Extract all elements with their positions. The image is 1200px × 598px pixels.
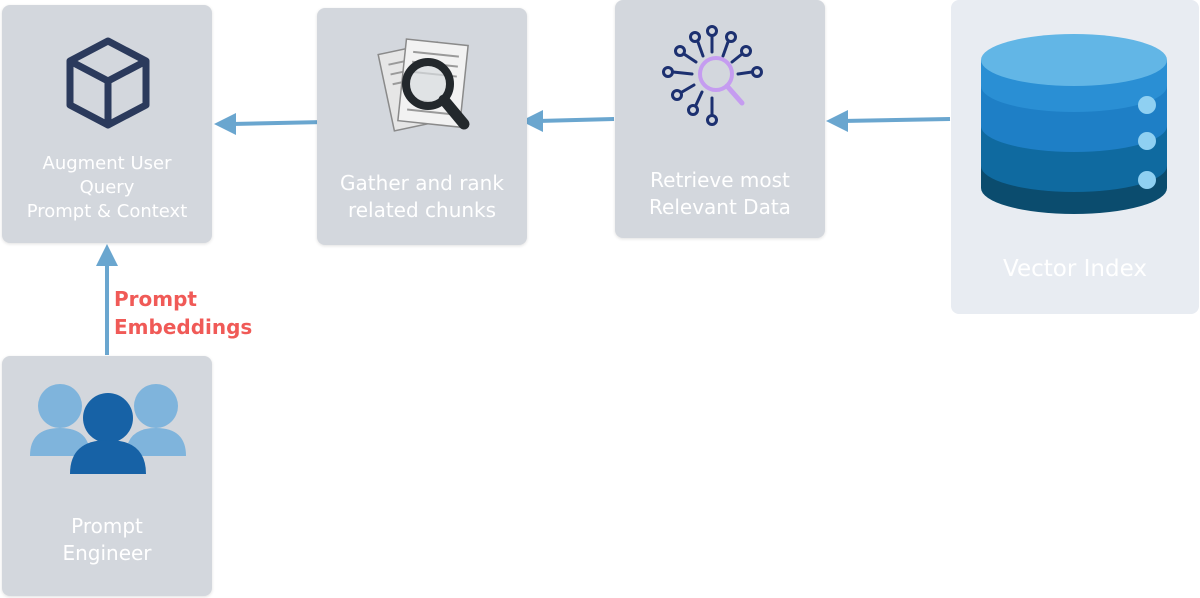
database-icon	[981, 34, 1167, 214]
arrow-gather-to-augment	[214, 113, 326, 135]
edge-label-prompt-embeddings: Prompt Embeddings	[114, 287, 253, 339]
documents-search-icon	[377, 38, 470, 132]
neural-search-icon	[662, 25, 763, 126]
node-augment-query: Augment User Query Prompt & Context	[2, 5, 212, 243]
users-icon	[30, 384, 186, 474]
node-prompt-engineer: Prompt Engineer	[2, 356, 212, 596]
arrow-retrieve-to-gather	[521, 110, 615, 132]
node-retrieve-relevant: Retrieve most Relevant Data	[615, 0, 825, 238]
node-engineer-label: Prompt Engineer	[62, 514, 152, 565]
arrow-vector-to-retrieve	[826, 110, 951, 132]
arrow-engineer-to-augment	[96, 244, 118, 355]
node-vector-index: Vector Index	[951, 0, 1199, 314]
node-gather-label: Gather and rank related chunks	[340, 171, 504, 222]
node-gather-rank: Gather and rank related chunks	[317, 8, 527, 245]
node-augment-label: Augment User Query Prompt & Context	[26, 153, 188, 222]
node-vector-label: Vector Index	[1003, 256, 1147, 282]
cube-icon	[66, 37, 150, 129]
node-retrieve-label: Retrieve most Relevant Data	[649, 168, 791, 219]
